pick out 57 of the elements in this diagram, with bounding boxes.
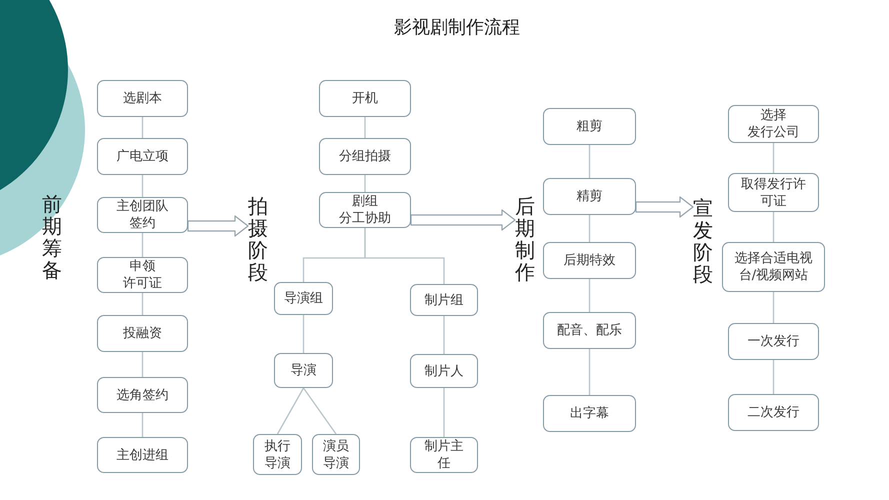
connector-line	[588, 349, 590, 395]
process-box: 一次发行	[728, 323, 819, 360]
hollow-arrow	[410, 209, 516, 231]
connector-line	[142, 293, 144, 315]
process-box: 主创进组	[97, 437, 188, 473]
connector-line	[142, 352, 144, 377]
connector-line	[443, 316, 445, 354]
connector-line	[142, 175, 144, 197]
process-box: 后期特效	[543, 242, 636, 279]
process-box: 分组拍摄	[319, 138, 411, 175]
process-box: 选择合适电视台/视频网站	[722, 242, 825, 292]
process-box: 执行导演	[253, 434, 302, 475]
stage-label: 后期制作	[515, 195, 535, 283]
connector-line	[588, 279, 590, 312]
process-box: 制片主任	[410, 437, 478, 473]
connector-line	[364, 117, 366, 138]
title: 影视剧制作流程	[393, 16, 521, 40]
stage-label: 宣发阶段	[693, 197, 713, 285]
process-box: 选择发行公司	[728, 105, 819, 143]
process-box: 制片人	[410, 354, 478, 388]
connector-line	[443, 388, 445, 437]
process-box: 取得发行许可证	[728, 173, 819, 212]
connector-line	[364, 228, 445, 284]
process-box: 配音、配乐	[543, 312, 636, 349]
process-box: 投融资	[97, 315, 188, 352]
stage-label: 拍摄阶段	[248, 195, 268, 283]
connector-line	[588, 145, 590, 178]
connector-line	[364, 175, 366, 192]
connector-line	[772, 212, 774, 242]
process-box: 选剧本	[97, 80, 188, 117]
process-box: 粗剪	[543, 108, 636, 145]
process-box: 导演组	[274, 282, 333, 315]
connector-line	[302, 388, 337, 434]
hollow-arrow	[187, 215, 249, 237]
process-box: 主创团队签约	[97, 197, 188, 233]
process-box: 选角签约	[97, 377, 188, 413]
connector-line	[772, 360, 774, 394]
connector-line	[142, 413, 144, 437]
stage-label: 前期筹备	[42, 193, 62, 281]
hollow-arrow	[635, 196, 694, 218]
connector-line	[142, 233, 144, 257]
connector-line	[772, 143, 774, 173]
process-box: 演员导演	[312, 434, 360, 475]
process-box: 制片组	[410, 284, 478, 316]
process-box: 导演	[274, 353, 333, 388]
process-box: 开机	[319, 80, 411, 117]
process-box: 出字幕	[543, 395, 636, 432]
connector-line	[142, 117, 144, 138]
connector-line	[276, 388, 304, 434]
process-box: 剧组分工协助	[319, 192, 411, 228]
process-box: 广电立项	[97, 138, 188, 175]
connector-line	[588, 215, 590, 242]
process-box: 申领许可证	[97, 257, 188, 293]
process-box: 二次发行	[728, 394, 819, 431]
connector-line	[772, 292, 774, 323]
connector-line	[302, 315, 304, 353]
process-box: 精剪	[543, 178, 636, 215]
